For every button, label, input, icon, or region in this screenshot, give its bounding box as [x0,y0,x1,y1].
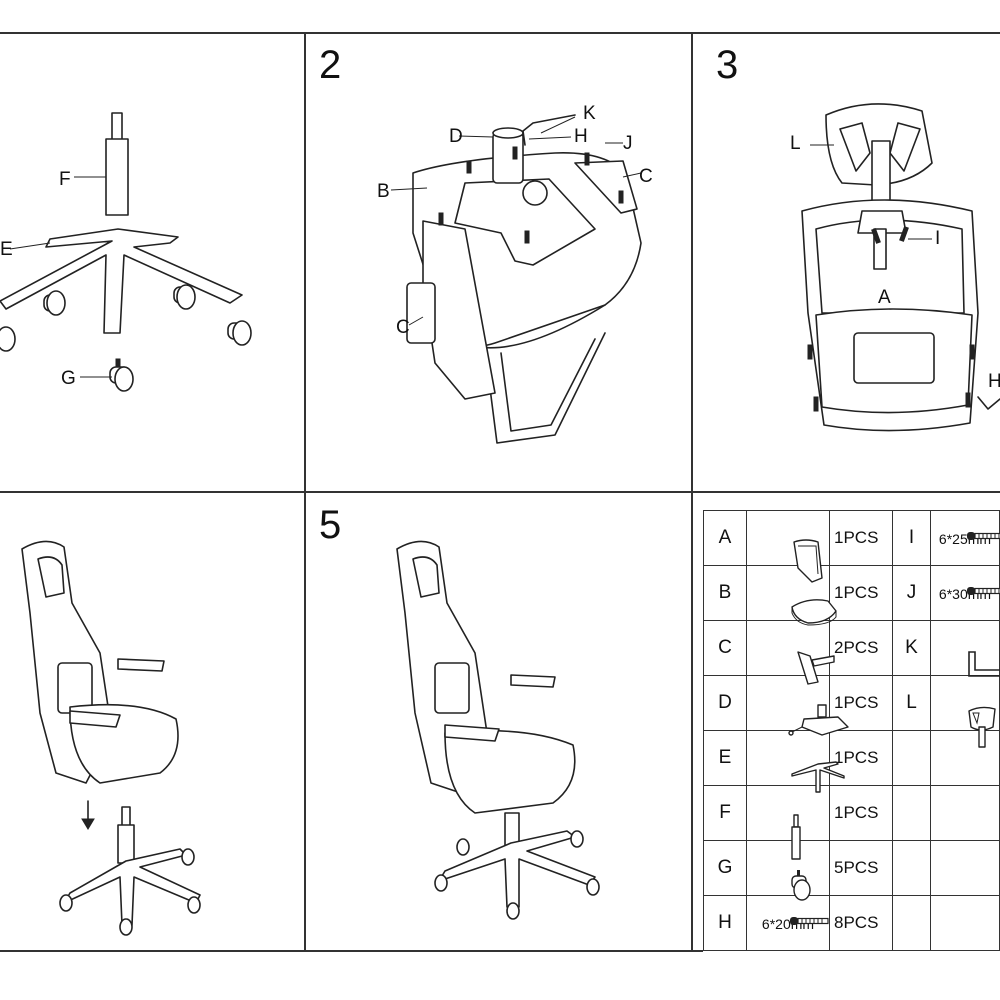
backrest-icon [746,510,830,583]
label-J: J [623,133,633,154]
part-quantity: 1PCS [829,565,893,621]
step-1-panel: F E G [0,33,304,491]
empty-cell [930,785,1000,841]
label-H: H [574,126,588,147]
label-C-left: C [396,317,410,338]
part-quantity: 2PCS [829,620,893,676]
step-number: 5 [319,503,342,547]
part-code [892,840,931,896]
grid-top-border [0,32,1000,34]
parts-row: G 5PCS [703,840,1000,901]
part-code [892,895,931,951]
step-3-panel: 3 L I A H [692,33,1000,491]
label-G: G [61,368,76,389]
allen-key-icon [930,620,1000,677]
screw-icon: 6*20mm [746,895,830,951]
label-A: A [878,287,891,308]
label-L: L [790,133,801,154]
part-code: E [703,730,747,786]
part-code [892,730,931,786]
parts-row: F 1PCS [703,785,1000,860]
grid-middle-border [0,491,1000,493]
armrest-icon [746,620,835,685]
mechanism-icon [746,675,849,736]
part-code: H [703,895,747,951]
headrest-icon [930,675,1000,748]
seat-mechanism-drawing [390,114,642,444]
label-K: K [583,103,596,124]
label-D: D [449,126,463,147]
chair-attach-base-drawing [21,540,201,936]
part-code: J [892,565,931,621]
part-quantity: 1PCS [829,510,893,566]
step-number: 2 [319,43,342,87]
part-code: L [892,675,931,731]
base-assembly-drawing [0,112,252,392]
screw-icon: 6*25mm [930,510,1000,566]
empty-cell [930,895,1000,951]
label-C-right: C [639,166,653,187]
step-5-panel: 5 [305,493,691,950]
part-quantity: 5PCS [829,840,893,896]
part-code: C [703,620,747,676]
caster-icon [746,840,830,901]
empty-cell [930,840,1000,896]
step-4-panel [0,493,304,950]
label-I: I [935,228,941,249]
grid-col2-divider [691,32,693,951]
step-2-panel: 2 K D H J C B C [305,33,691,491]
part-code: B [703,565,747,621]
base-icon [746,730,845,793]
finished-chair-drawing [396,540,600,920]
grid-col1-divider [304,32,306,951]
step-number: 3 [716,43,739,87]
gas-lift-icon [746,785,830,860]
part-code: I [892,510,931,566]
label-B: B [377,181,390,202]
grid-bottom-border [0,950,703,952]
screw-icon: 6*30mm [930,565,1000,621]
part-code: G [703,840,747,896]
label-F: F [59,169,71,190]
part-code: F [703,785,747,841]
part-code [892,785,931,841]
part-quantity: 1PCS [829,785,893,841]
part-quantity: 8PCS [829,895,893,951]
label-H: H [988,371,1000,392]
part-code: A [703,510,747,566]
part-code: D [703,675,747,731]
part-code: K [892,620,931,676]
label-E: E [0,239,13,260]
backrest-headrest-drawing [801,103,1000,432]
